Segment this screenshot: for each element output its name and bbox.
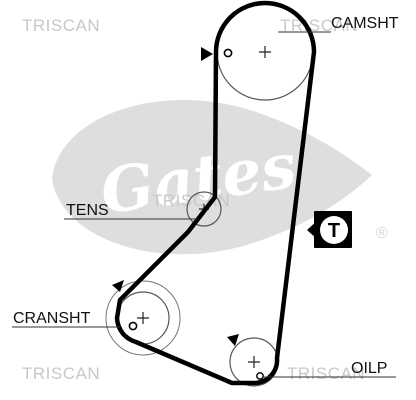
direction-arrow-icon xyxy=(112,280,124,292)
center-mark-icon xyxy=(137,312,149,324)
direction-arrow-icon xyxy=(201,47,213,61)
timing-mark-icon xyxy=(256,372,264,380)
timing-belt xyxy=(114,0,317,386)
tensioner-label: TENS xyxy=(66,202,109,219)
camshaft-label: CAMSHT xyxy=(331,15,399,32)
oil-pump-label: OILP xyxy=(351,360,387,377)
crankshaft-label: CRANSHT xyxy=(13,310,91,327)
watermark-top-left: TRISCAN xyxy=(22,16,100,35)
registered-mark: ® xyxy=(376,225,388,242)
center-mark-icon xyxy=(259,46,271,58)
timing-mark-icon xyxy=(128,321,138,331)
tensioner-badge-icon: T xyxy=(307,211,352,248)
watermark-bottom-right: TRISCAN xyxy=(287,364,365,383)
watermark-bottom-left: TRISCAN xyxy=(22,364,100,383)
timing-mark-icon xyxy=(223,48,233,58)
direction-arrow-icon xyxy=(227,334,239,346)
watermark-top-right: TRISCAN xyxy=(280,16,358,35)
center-mark-icon xyxy=(248,356,260,368)
gates-logo: Gates ® xyxy=(52,99,388,255)
tensioner-badge-letter: T xyxy=(328,220,340,242)
